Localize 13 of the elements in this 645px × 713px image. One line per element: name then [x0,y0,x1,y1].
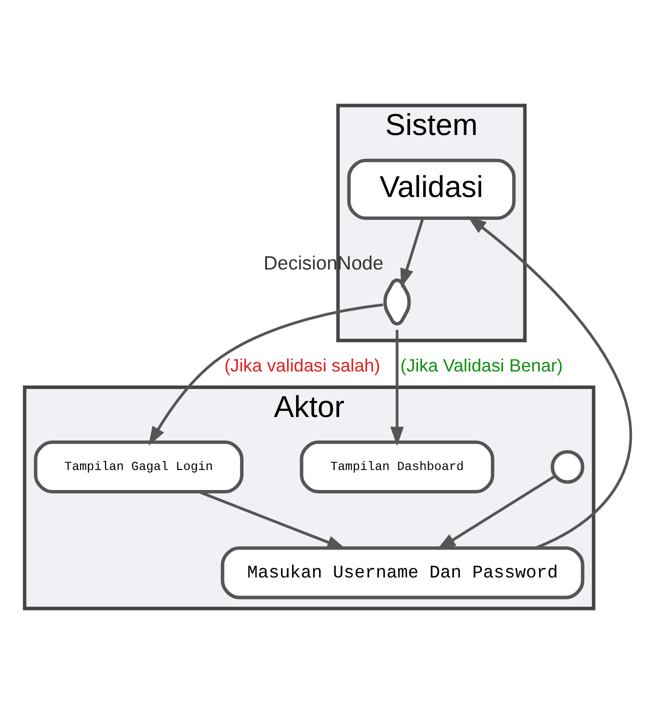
node-box: Tampilan Dashboard [300,440,494,493]
node-circle [550,450,584,484]
arrow [436,474,556,550]
arrow [148,302,384,446]
edge-label: (Jika validasi salah) [224,354,380,375]
edge-label: (Jika Validasi Benar) [400,354,563,375]
arrow [400,218,424,288]
node-diamond [383,278,411,325]
node-box: Masukan Username Dan Password [220,546,584,599]
arrow [390,329,404,446]
node-box: Tampilan Gagal Login [34,440,244,493]
node-box: Validasi [347,158,516,220]
arrow [467,215,632,549]
